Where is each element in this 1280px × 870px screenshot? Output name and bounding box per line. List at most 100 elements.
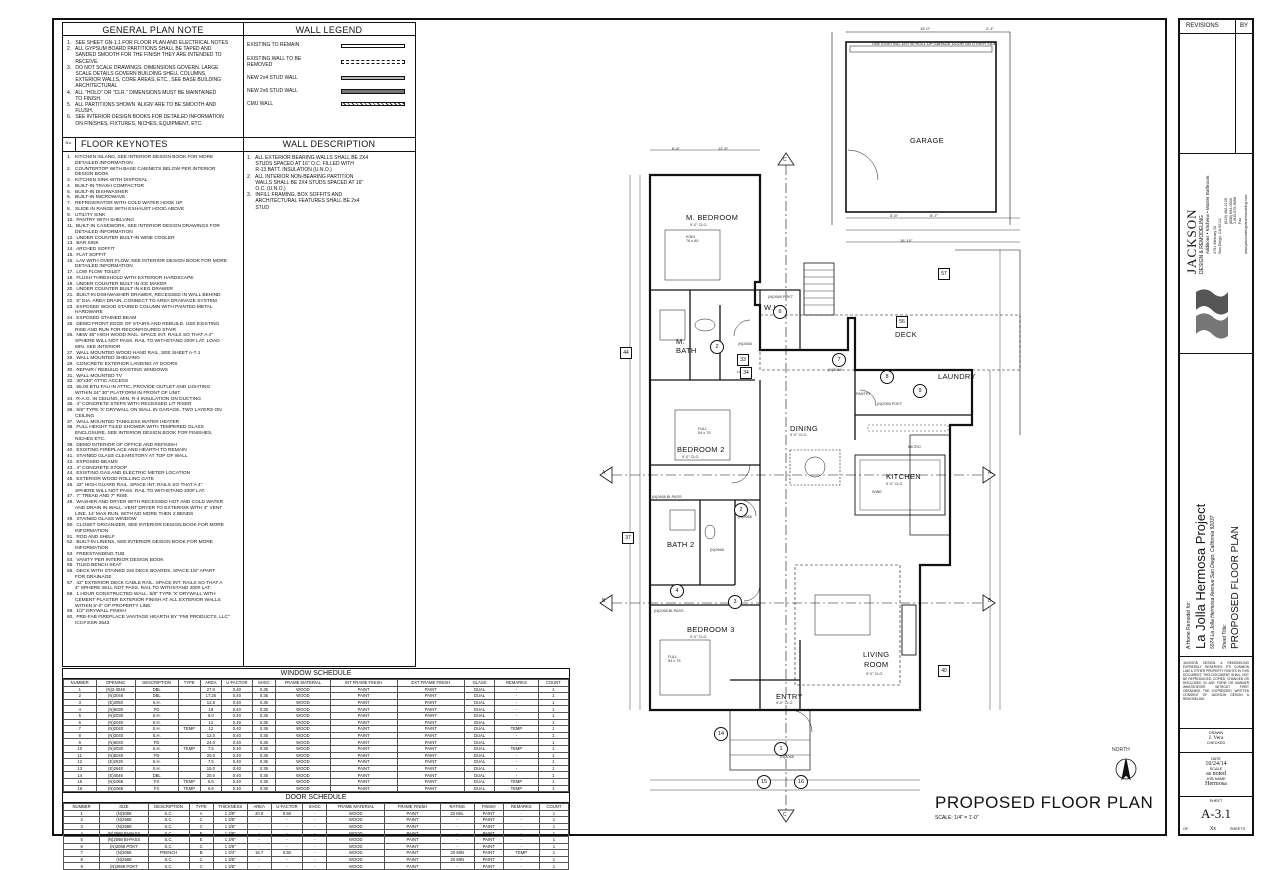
table-cell: PAINT [329,777,398,786]
table-cell: 1 [537,698,570,707]
ceiling-height: 9'-0" CLG [776,701,793,705]
table-cell: 12 [199,725,223,733]
dimension: 16'-10" [900,238,913,243]
table-cell: C [188,816,214,824]
table-cell: PAINT [396,758,465,766]
bed-label: FULL 54 x 75 [698,427,711,435]
table-header-cell: DESCRIPTION [147,803,190,811]
table-cell: (N)2030 [95,711,136,720]
note-item: 11. BUILT-IN CASEWORK, SEE INTERIOR DESI… [67,224,220,235]
table-cell: - [494,692,539,700]
table-cell: PAINT [384,822,441,831]
micro-label: MICRO [908,445,921,449]
table-cell: - [246,822,272,831]
table-cell: S.C. [147,822,190,831]
note-item: 38. FULL HEIGHT TILED SHOWER WITH TEMPER… [67,425,213,442]
divider [63,35,415,36]
legend-label: EXISTING TO REMAIN [247,42,300,48]
table-cell: TEMP [494,744,539,753]
note-item: 4. BUILT-IN TRASH COMPACTOR [67,183,144,189]
table-cell: 0.35 [251,705,277,713]
table-cell: 0.40 [221,692,253,700]
table-cell: PAINT [473,855,504,864]
table-cell: 1 [538,862,570,870]
table-cell: WOOD [275,685,331,694]
table-cell: WOOD [326,829,386,838]
table-cell: - [302,809,328,818]
table-header-cell: REMARKS [494,679,539,687]
table-cell: S.H. [134,731,179,740]
table-cell: 1 [537,692,570,700]
note-item: 37. WALL MOUNTED TANKLESS WATER HEATER [67,419,180,425]
table-cell: (N)2668 [99,816,149,824]
table-cell: 0.40 [221,771,253,779]
table-cell: - [494,758,539,766]
table-cell [177,751,201,760]
table-cell: PAINT [329,725,398,733]
table-cell: 0.35 [251,764,277,773]
table-cell: 1 [537,751,570,760]
table-cell: (N)2668 [99,855,149,864]
table-cell: WOOD [275,698,331,707]
divider [75,137,76,151]
table-header-cell: FRAME MATERIAL [275,679,331,687]
ceiling-height: 9'-0" CLG [866,672,883,676]
table-cell: WOOD [275,744,331,753]
table-cell: 1 [538,809,570,818]
table-cell: 0.35 [251,718,277,727]
table-cell: 1 [63,685,97,694]
table-cell: TEMP [177,777,201,786]
table-cell: 0.40 [221,744,253,753]
ceiling-height: 9'-0" CLG [682,455,699,459]
section-marker-icon [777,152,795,166]
table-cell: DUAL [463,771,496,779]
note-item: 10. PANTRY WITH SHELVING [67,218,135,224]
drawn-value: J. Vera [1208,735,1224,741]
table-cell: PAINT [396,784,465,793]
table-cell: - [302,829,328,838]
table-cell: 0.40 [221,711,253,720]
table-cell: 0.40 [221,698,253,707]
divider [63,137,415,138]
table-cell: PAINT [396,738,465,746]
note-item: 3. INFILL FRAMING, BOX SOFFITS AND ARCHI… [247,192,360,211]
door-tag-icon: 8 [880,370,894,384]
table-cell: 1 [537,711,570,720]
note-item: 17. LOW FLOW TOILET [67,270,121,275]
table-cell: PAINT [396,725,465,733]
table-cell: - [494,711,539,720]
note-item: 4. ALL "HOLD" OR "CLR." DIMENSIONS MUST … [67,89,217,102]
note-item: 31. WALL MOUNTED TV [67,373,122,379]
note-item: 55. TILED BENCH SEAT [67,563,122,569]
table-cell: DUAL [463,744,496,753]
table-cell: B [188,849,214,857]
legend-swatch-cmu [341,102,405,106]
note-item: 48. WASHER AND DRYER WITH RECESSED HOT A… [67,500,224,517]
table-cell: - [494,718,539,727]
section-marker-icon [777,809,795,823]
room-label-master-bedroom: M. BEDROOM [686,213,739,222]
table-cell: C [188,822,214,831]
table-cell: WOOD [275,751,331,760]
table-cell: DUAL [463,731,496,740]
table-cell [177,758,201,766]
table-cell: 6.0 [199,711,223,720]
firm-phone: (619) 462-4125 (858) 694-0500 1-800-575-… [1224,196,1237,224]
room-label-bedroom-3: BEDROOM 3 [687,625,735,634]
door-schedule-title: DOOR SCHEDULE [63,792,569,804]
table-cell: 20.0 [246,809,272,818]
sheet-title-label: Sheet Title: [1222,623,1228,649]
wine-label: WINE [872,490,882,494]
note-item: 2. ALL INTERIOR NON-BEARING PARTITION WA… [247,173,364,193]
table-cell: PAINT [384,855,441,864]
section-tag: A [602,470,606,476]
scale-label: SCALE [1209,767,1223,771]
table-cell: - [502,836,540,844]
table-cell: 0.40 [221,758,253,766]
copyright-block: JACKSON DESIGN & REMODELING EXPRESSLY RE… [1180,657,1252,729]
table-cell: - [439,836,475,844]
table-cell: (E)3050 [95,698,136,707]
